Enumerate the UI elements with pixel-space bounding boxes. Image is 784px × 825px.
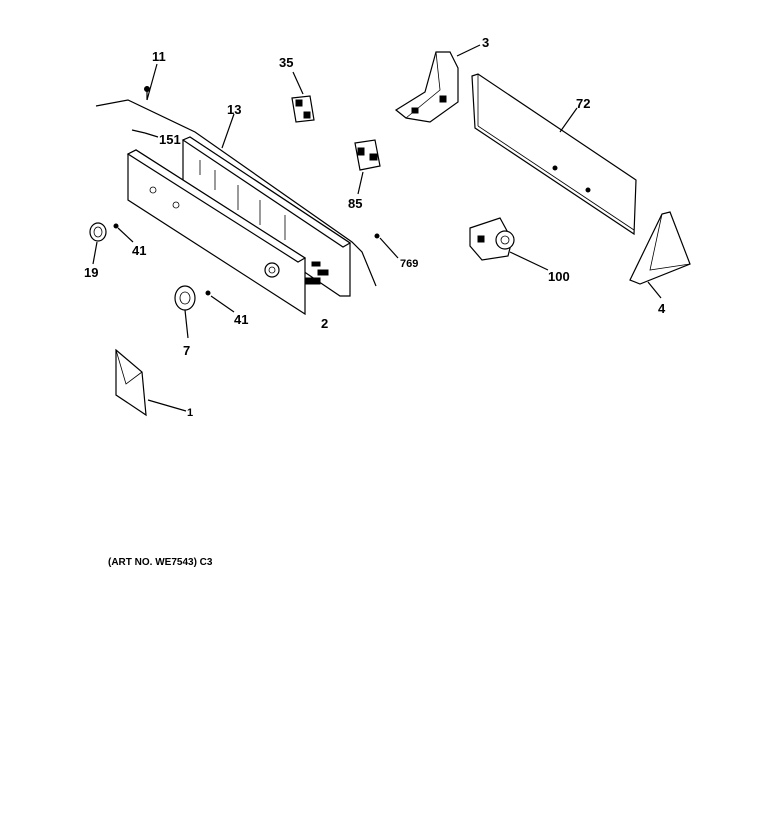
label-3: 3 — [482, 35, 489, 50]
label-769: 769 — [400, 258, 418, 270]
clip-41-upper — [113, 223, 134, 243]
label-35: 35 — [279, 55, 293, 70]
art-number-caption: (ART NO. WE7543) C3 — [108, 557, 213, 568]
end-cap-3 — [394, 44, 481, 123]
console-outline — [95, 99, 377, 287]
end-cap-4 — [629, 211, 691, 299]
switch-85 — [354, 139, 381, 195]
literature-1 — [115, 348, 187, 417]
label-41-upper: 41 — [132, 243, 146, 258]
label-151: 151 — [159, 132, 181, 147]
label-100: 100 — [548, 269, 570, 284]
label-19: 19 — [84, 265, 98, 280]
switch-35 — [291, 71, 315, 123]
knob-7 — [174, 285, 196, 339]
leader-13 — [221, 113, 235, 149]
screw-769 — [374, 233, 399, 259]
clip-151 — [131, 129, 159, 138]
clip-41-lower — [205, 290, 235, 313]
screw-11 — [144, 63, 158, 101]
label-1: 1 — [187, 407, 193, 419]
label-7: 7 — [183, 343, 190, 358]
label-11: 11 — [152, 49, 166, 64]
control-panel-front — [126, 149, 307, 316]
label-72: 72 — [576, 96, 590, 111]
rear-panel-72 — [471, 73, 637, 236]
timer-100 — [469, 217, 549, 271]
label-13: 13 — [227, 102, 241, 117]
label-4: 4 — [658, 301, 666, 316]
knob-19 — [89, 222, 107, 265]
control-panel-bracket — [181, 136, 352, 297]
label-2: 2 — [321, 316, 328, 331]
label-85: 85 — [348, 196, 362, 211]
label-41-lower: 41 — [234, 312, 248, 327]
